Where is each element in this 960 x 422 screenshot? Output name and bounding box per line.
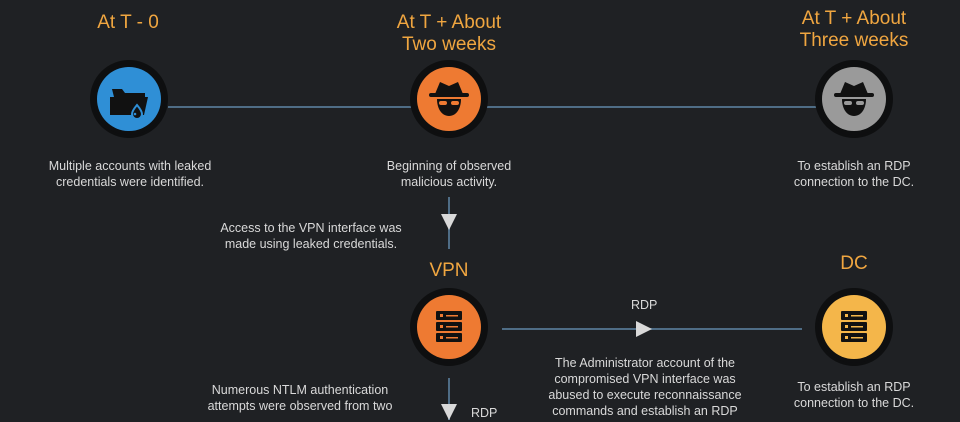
dc-node: [815, 288, 893, 366]
malicious-activity-node: [410, 60, 488, 138]
down-arrow-icon: [441, 214, 457, 230]
right-arrow-icon: [636, 321, 652, 337]
rdp-label-vertical: RDP: [471, 406, 498, 420]
rdp-dc-node: [815, 60, 893, 138]
folder-leak-icon: [110, 89, 148, 120]
hacker-icon: [429, 82, 469, 116]
stage-title-t3: At T + About Three weeks: [799, 8, 909, 51]
server-icon: [841, 311, 867, 342]
vpn-access-desc: Access to the VPN interface was made usi…: [220, 221, 402, 251]
stage-title-t2: At T + About Two weeks: [396, 12, 502, 55]
stage-desc-t3: To establish an RDP connection to the DC…: [793, 159, 915, 189]
leaked-credentials-node: [90, 60, 168, 138]
server-icon: [436, 311, 462, 342]
vpn-node: [410, 288, 488, 366]
ntlm-desc: Numerous NTLM authentication attempts we…: [207, 383, 393, 413]
dc-title: DC: [840, 253, 868, 274]
stage-desc-t0: Multiple accounts with leaked credential…: [48, 159, 212, 189]
dc-desc: To establish an RDP connection to the DC…: [793, 380, 915, 410]
rdp-label-horizontal: RDP: [631, 298, 658, 312]
down-arrow-icon: [441, 404, 457, 420]
stage-title-t0: At T - 0: [97, 12, 159, 33]
admin-account-desc: The Administrator account of the comprom…: [548, 356, 742, 418]
timeline-connector: [168, 106, 818, 108]
hacker-icon: [834, 82, 874, 116]
stage-desc-t2: Beginning of observed malicious activity…: [386, 159, 512, 189]
vpn-title: VPN: [429, 260, 469, 281]
rdp-connector: [502, 328, 802, 330]
lower-down-connector: [448, 378, 450, 420]
